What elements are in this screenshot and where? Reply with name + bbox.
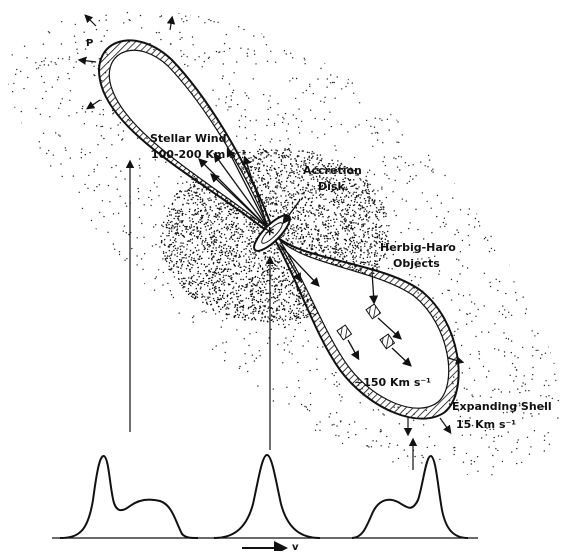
stellar-wind-label: Stellar Wind	[150, 132, 226, 145]
expanding-shell-label: Expanding Shell	[452, 400, 552, 413]
jet-speed-label: ~150 Km s⁻¹	[354, 376, 431, 389]
accretion-disk-label-line1: Accretion	[303, 164, 362, 177]
velocity-axis-label: v	[292, 542, 299, 551]
herbig-haro-label-line2: Objects	[393, 257, 440, 270]
line-profile-blue	[60, 456, 198, 538]
position-angle-label: P	[86, 38, 93, 49]
shell-speed-label: 15 Km s⁻¹	[456, 418, 516, 431]
line-profile-red	[352, 456, 468, 538]
stellar-wind-speed-label: 100-200 Km s⁻¹	[151, 148, 246, 161]
line-profile-center	[214, 455, 320, 538]
herbig-haro-label-line1: Herbig-Haro	[380, 241, 456, 254]
accretion-disk-label-line2: Disk	[318, 180, 345, 193]
asterisk-star-icon: *	[265, 224, 275, 245]
